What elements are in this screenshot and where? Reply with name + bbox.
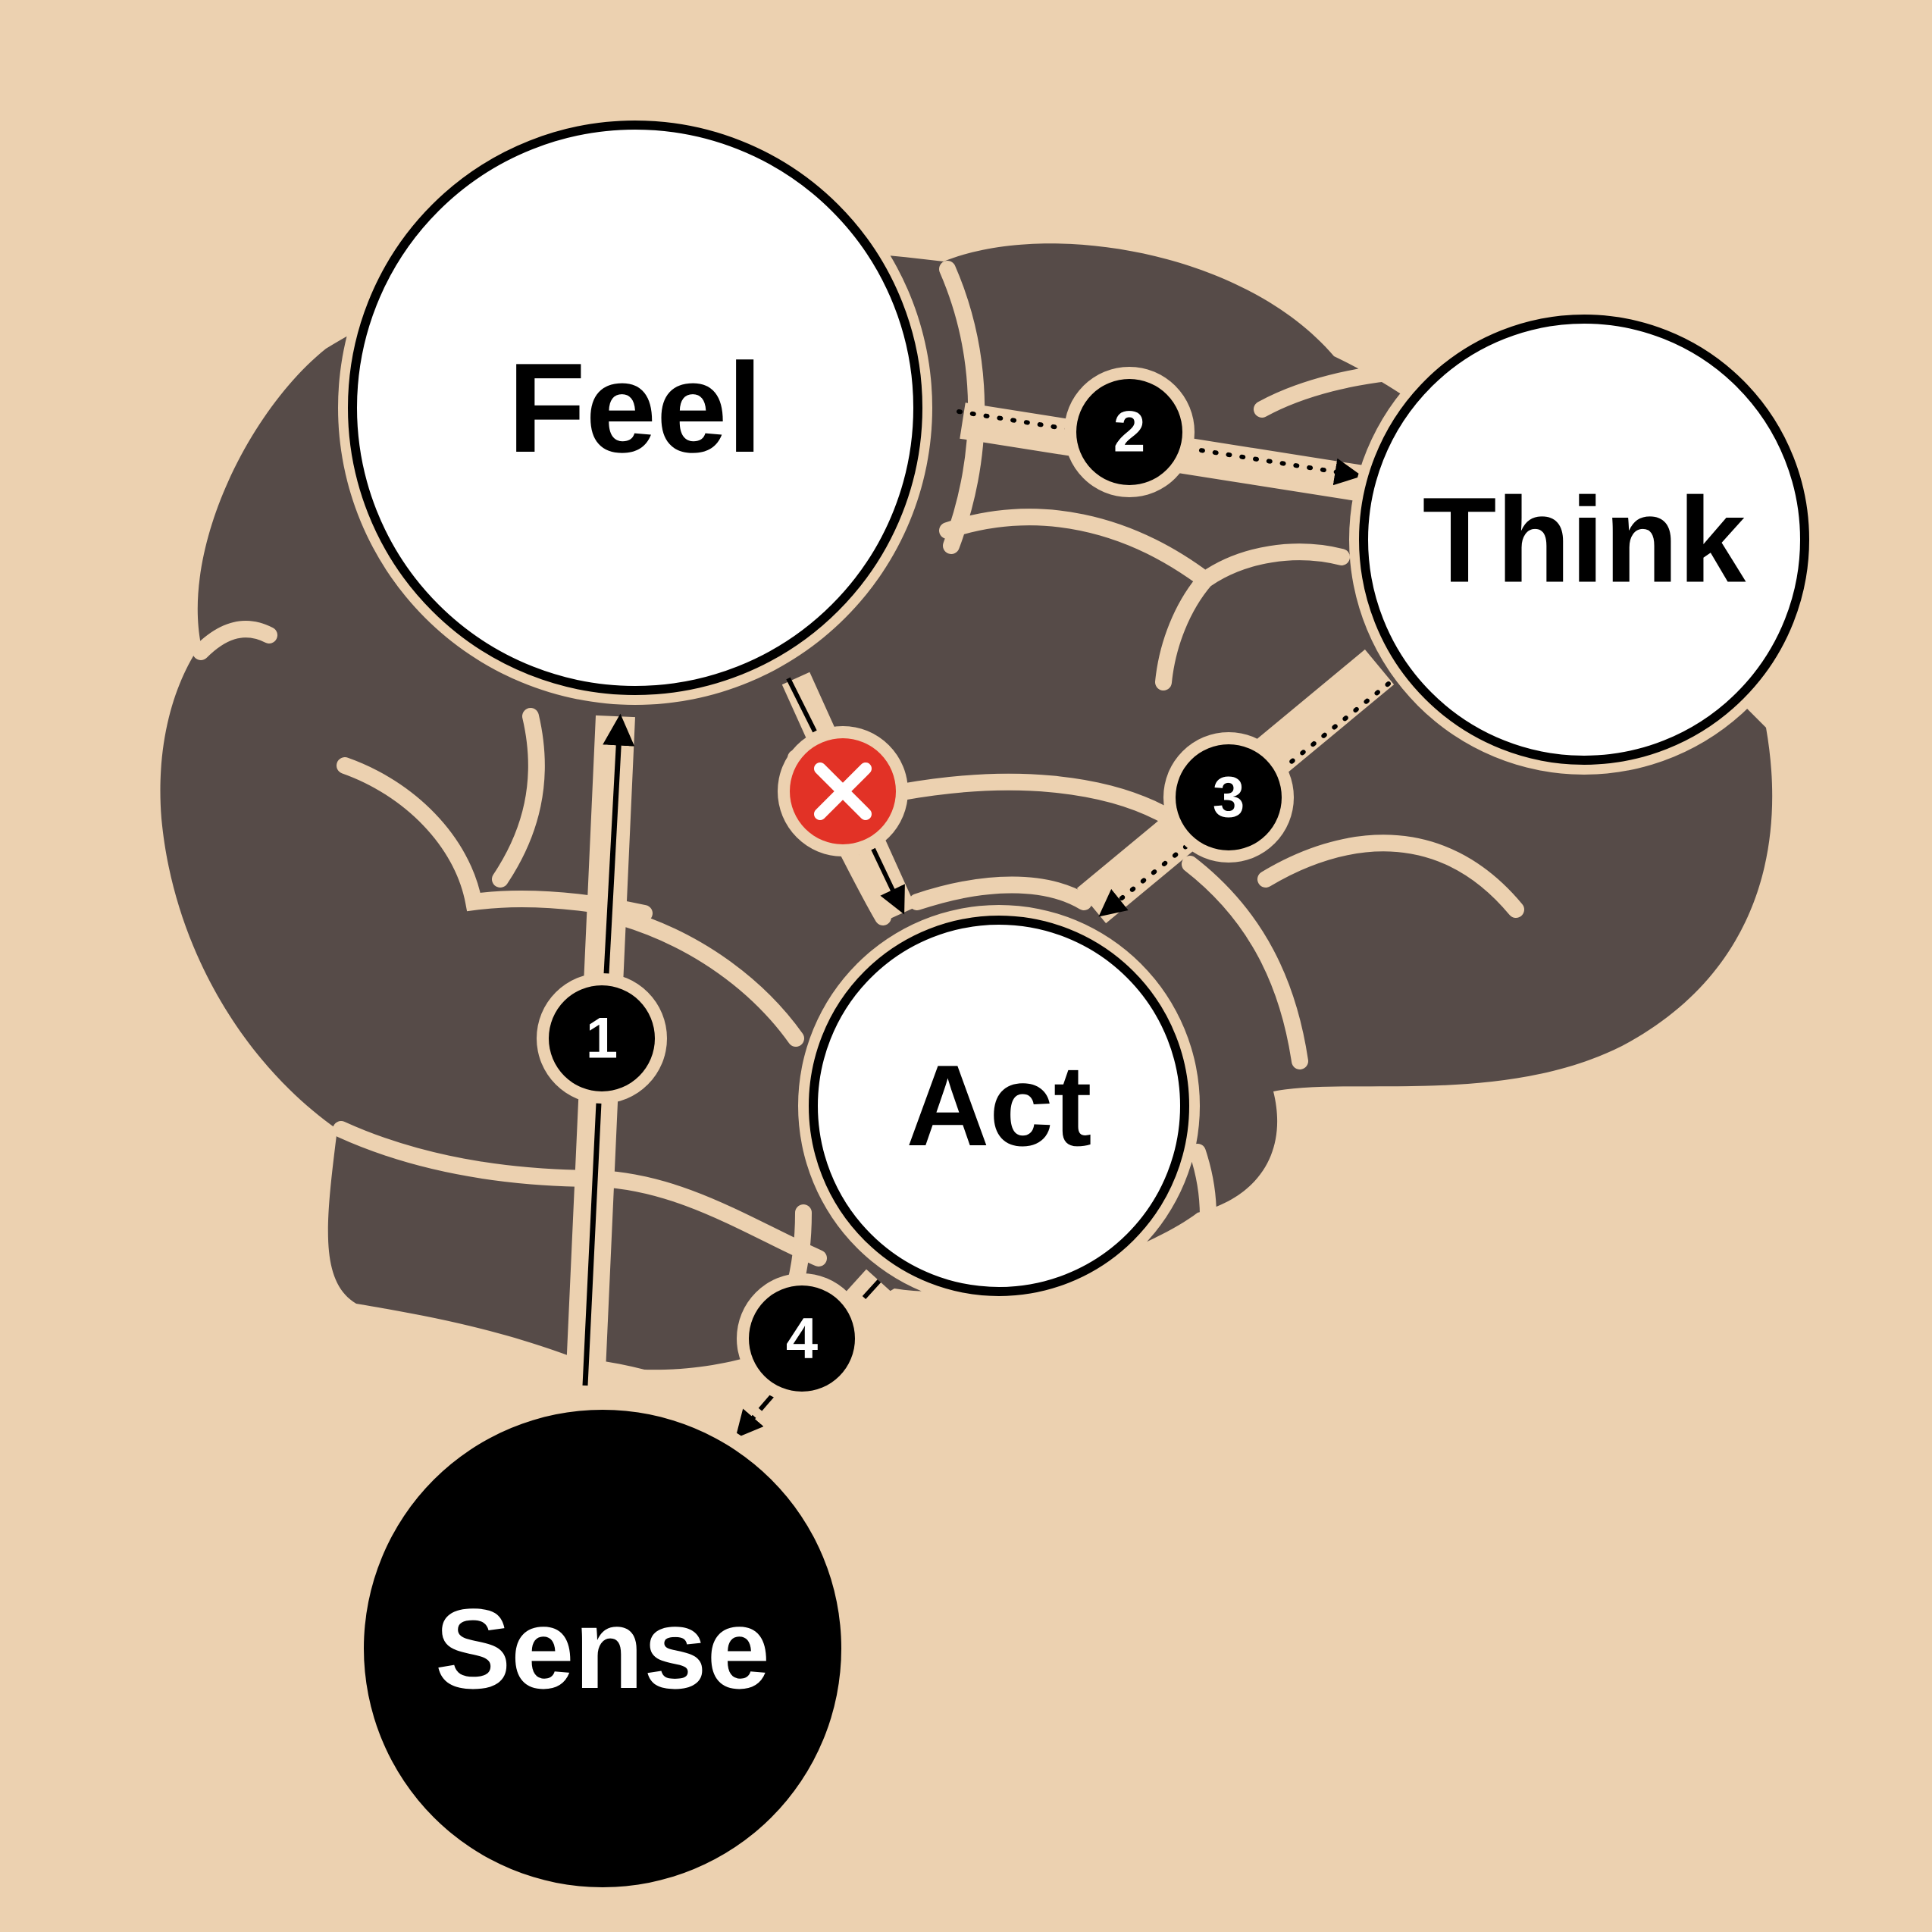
- step-number: 2: [1113, 400, 1145, 465]
- close-icon: [814, 762, 872, 820]
- brain-fold: [522, 1356, 721, 1411]
- brain-fold: [909, 876, 1092, 910]
- step-number: 4: [786, 1307, 818, 1371]
- edge-line-dotted: [957, 409, 1363, 486]
- node-sense-label: Sense: [435, 1585, 770, 1712]
- step-badge-4: 4: [737, 1273, 867, 1404]
- brain-fold: [939, 509, 1350, 590]
- node-sense: Sense: [349, 1395, 856, 1902]
- node-feel: Feel: [338, 111, 932, 705]
- node-think-label: Think: [1423, 472, 1747, 608]
- node-act: Act: [798, 905, 1200, 1307]
- brain-fold: [1257, 834, 1524, 918]
- brain-fold: [1182, 856, 1308, 1069]
- step-number: 1: [586, 1007, 618, 1071]
- brain-fold: [1182, 1144, 1217, 1297]
- brain-fold: [492, 708, 545, 888]
- edge-line-solid: [603, 713, 635, 975]
- node-feel-label: Feel: [508, 337, 762, 479]
- brain-fold: [1254, 363, 1411, 418]
- brain-fold: [1155, 571, 1213, 690]
- brain-fold: [193, 621, 277, 660]
- edge-line-dashed: [862, 1279, 881, 1300]
- edge-line-dashed: [735, 1393, 775, 1439]
- brain-fold: [613, 909, 804, 1047]
- node-act-label: Act: [907, 1041, 1092, 1170]
- edge-line-solid: [582, 1102, 602, 1386]
- step-badge-2: 2: [1064, 367, 1195, 497]
- edge-line-solid: [786, 677, 817, 733]
- step-badge-1: 1: [537, 973, 667, 1104]
- step-number: 3: [1213, 766, 1245, 830]
- step-badge-3: 3: [1163, 732, 1294, 863]
- node-think: Think: [1349, 305, 1819, 775]
- edge-line-solid: [871, 847, 905, 915]
- blocked-marker: [778, 726, 908, 856]
